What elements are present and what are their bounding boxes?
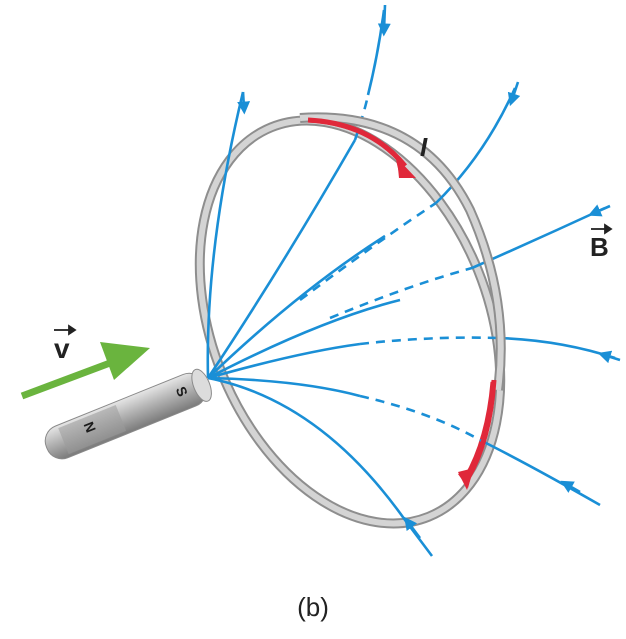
field-line-4-dash (329, 266, 473, 320)
current-arrowhead-top-front (397, 158, 416, 178)
velocity-label: v (54, 333, 70, 364)
field-line-2-out (366, 9, 386, 96)
field-lines (206, 4, 621, 557)
field-line-5-dash (359, 336, 499, 346)
field-line-5-arrow (597, 350, 621, 364)
field-line-3-arrow (507, 81, 521, 107)
current-label: I (420, 132, 428, 162)
field-line-6-out (479, 438, 601, 507)
field-line-2-dash (353, 94, 370, 141)
velocity-arrow (20, 342, 150, 400)
field-line-5-out (497, 336, 616, 360)
field-line-3-out (435, 87, 517, 204)
figure-caption: (b) (297, 592, 329, 622)
field-line-6-dash (359, 394, 481, 442)
velocity-label-arrow (54, 324, 77, 336)
field-line-2-arrow (377, 4, 391, 37)
bar-magnet (44, 368, 212, 460)
field-line-4-arrow (588, 204, 611, 217)
field-line-7-arrow (404, 516, 422, 539)
field-line-5 (207, 342, 361, 380)
field-label-arrow (591, 223, 613, 235)
field-line-6 (207, 376, 361, 398)
field-label: B (590, 232, 609, 262)
field-line-4 (207, 298, 401, 380)
current-arrowhead-bottom-front (458, 468, 474, 490)
field-line-3 (207, 234, 386, 379)
field-line-7 (207, 376, 434, 557)
field-line-1-arrow (237, 91, 251, 115)
field-line-1 (206, 91, 245, 379)
field-line-2 (206, 139, 357, 379)
field-line-6-arrow (560, 480, 581, 494)
field-line-3-dash (299, 201, 437, 302)
